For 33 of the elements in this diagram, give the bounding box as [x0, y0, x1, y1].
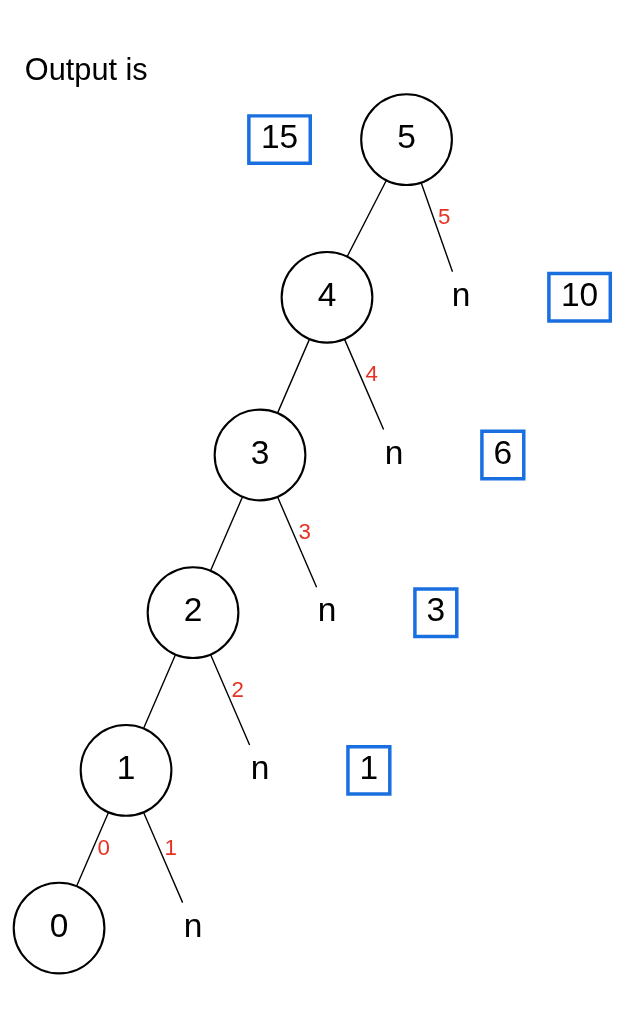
connector	[420, 182, 454, 273]
node-box: 1	[346, 744, 392, 796]
connector	[277, 338, 311, 414]
node-text: n	[451, 275, 471, 313]
node-box: 15	[247, 114, 312, 166]
node-text: n	[317, 591, 337, 629]
connector	[209, 654, 251, 746]
connector	[346, 179, 387, 258]
edge-label: 1	[164, 834, 177, 860]
node-circle: 1	[79, 723, 173, 817]
node-text: n	[384, 433, 404, 471]
node-text: n	[250, 749, 270, 787]
connector	[143, 654, 177, 729]
connector	[210, 496, 244, 572]
edge-label: 5	[438, 203, 451, 229]
edge-label: 0	[97, 834, 110, 860]
edge-label: 3	[298, 519, 311, 545]
node-text: n	[183, 906, 203, 944]
connector	[76, 811, 110, 887]
edge-label: 2	[231, 676, 244, 702]
node-circle: 2	[146, 566, 240, 660]
node-box: 3	[413, 587, 459, 639]
node-circle: 3	[213, 408, 307, 502]
connector	[142, 811, 184, 904]
node-box: 6	[480, 429, 526, 481]
node-box: 10	[547, 271, 613, 323]
node-circle: 5	[360, 93, 453, 186]
node-circle: 4	[280, 250, 374, 344]
edge-label: 4	[365, 361, 378, 387]
diagram-title: Output is	[24, 51, 148, 87]
connector	[276, 496, 318, 588]
node-circle: 0	[12, 881, 106, 975]
connector	[343, 338, 385, 431]
